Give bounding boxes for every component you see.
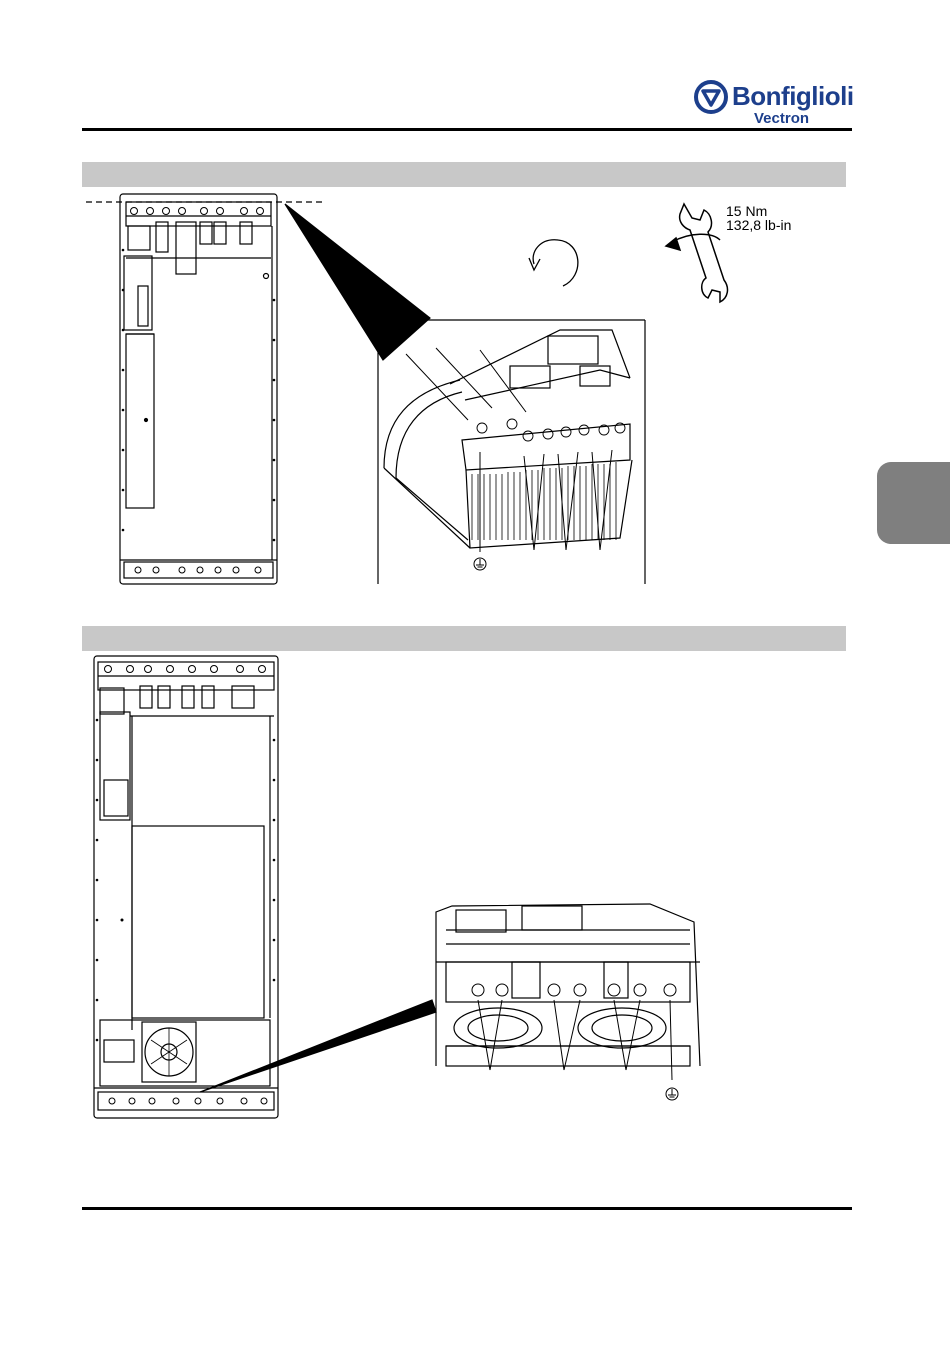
- callout-wedge-bottom: [200, 1000, 436, 1092]
- cabinet-front-bottom: [94, 656, 278, 1118]
- ground-symbol-icon: [474, 558, 486, 570]
- wrench-icon: [666, 204, 727, 302]
- cabinet-front-top: [86, 194, 325, 584]
- terminal-detail-bottom: [436, 904, 700, 1100]
- terminal-detail-top: [378, 320, 645, 584]
- callout-wedge-top: [285, 204, 430, 360]
- rotate-arrow-icon: [529, 240, 578, 286]
- ground-symbol-icon: [666, 1088, 678, 1100]
